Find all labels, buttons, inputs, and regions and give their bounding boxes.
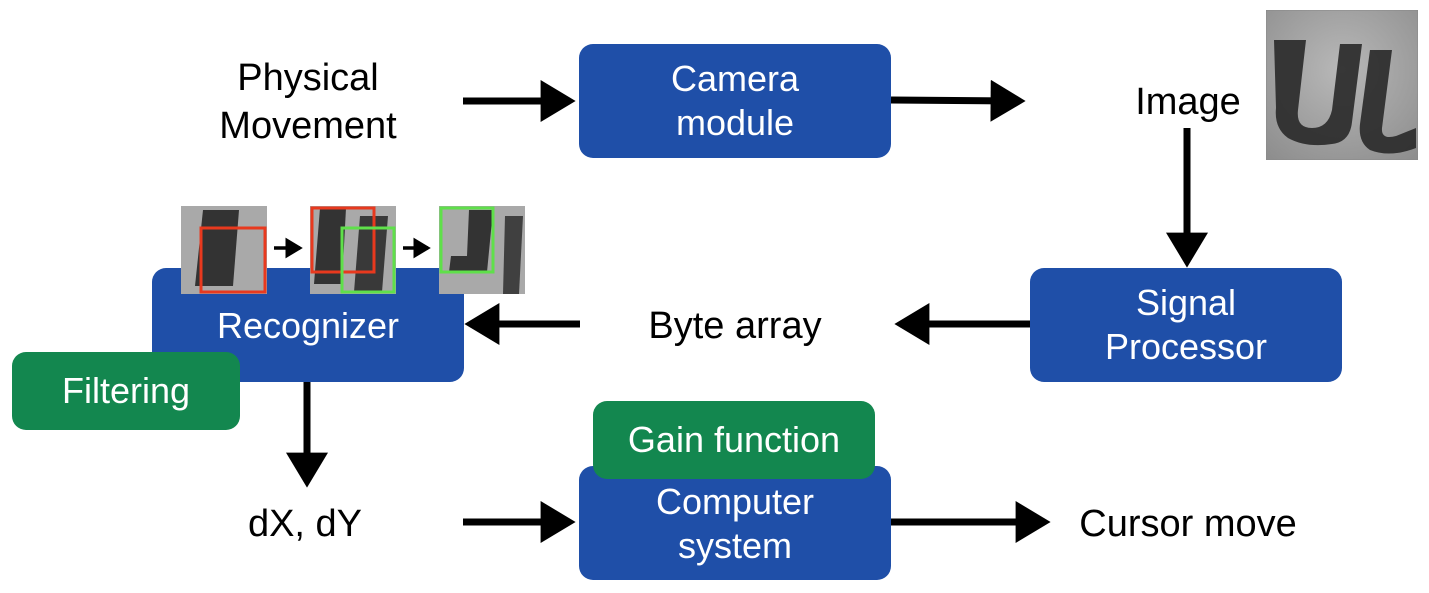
- arrow-camera-to-image: [890, 79, 1026, 122]
- computer-system-box: Computer system: [579, 466, 891, 580]
- filtering-label: Filtering: [61, 370, 191, 411]
- tracking-frame-2: [310, 206, 396, 294]
- image-label: Image: [1135, 81, 1241, 123]
- camera-module-box: Camera module: [579, 44, 891, 158]
- captured-image-thumbnail: [1266, 10, 1418, 160]
- cursor-move-label: Cursor move: [1079, 503, 1297, 545]
- recognizer-label: Recognizer: [216, 305, 400, 346]
- signal-processor-line-1: Signal: [1135, 282, 1237, 323]
- signal-processor-box: Signal Processor: [1030, 268, 1342, 382]
- camera-module-line-1: Camera: [670, 58, 800, 99]
- tracking-frame-1: [181, 206, 267, 294]
- dx-dy-label: dX, dY: [247, 503, 363, 545]
- computer-system-line-1: Computer: [655, 481, 815, 522]
- filtering-box: Filtering: [12, 352, 240, 430]
- signal-processor-line-2: Processor: [1104, 326, 1268, 367]
- gain-function-label: Gain function: [627, 419, 841, 460]
- physical-movement-label: Physical Movement: [200, 54, 416, 150]
- physical-movement-line-1: Physical: [237, 57, 379, 99]
- gain-function-box: Gain function: [593, 401, 875, 479]
- byte-array-label: Byte array: [648, 305, 822, 347]
- camera-module-line-2: module: [675, 102, 795, 143]
- computer-system-line-2: system: [677, 525, 792, 566]
- tracking-frame-3: [439, 206, 525, 294]
- physical-movement-line-2: Movement: [219, 105, 397, 147]
